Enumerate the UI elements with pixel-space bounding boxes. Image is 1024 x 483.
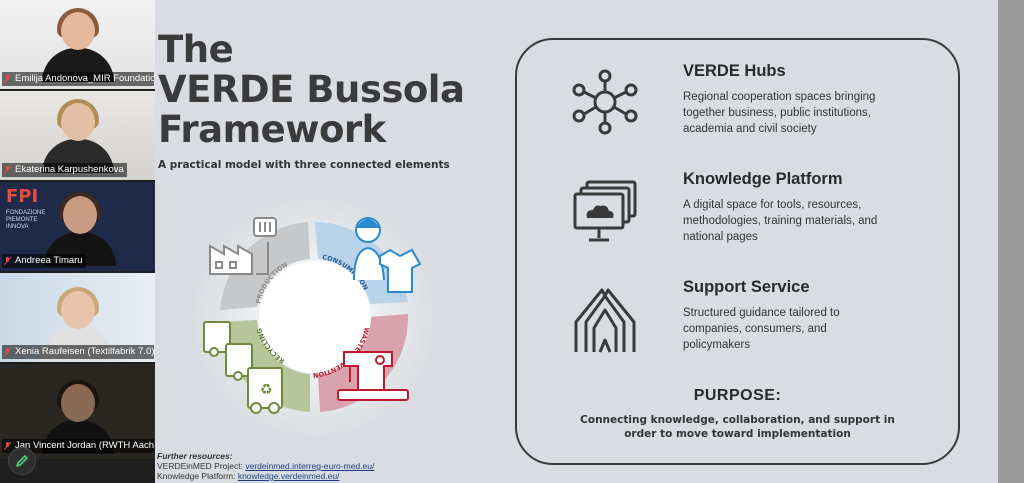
participant-name-label: Xenia Raufeisen (Textilfabrik 7.0) bbox=[2, 345, 154, 359]
participant-tile[interactable]: Emilija Andonova_MIR Foundation bbox=[0, 0, 155, 89]
background-logo: FPI bbox=[6, 186, 39, 207]
slide-title: The VERDE Bussola Framework bbox=[158, 28, 465, 151]
factory-icon bbox=[209, 217, 277, 275]
svg-text:♻: ♻ bbox=[260, 382, 273, 398]
slide-subtitle: A practical model with three connected e… bbox=[158, 159, 450, 171]
participant-tile-active-speaker[interactable]: Jan Vincent Jordan (RWTH Aachen... bbox=[0, 364, 155, 459]
mic-muted-icon bbox=[4, 166, 11, 174]
sewing-machine-icon bbox=[337, 351, 409, 401]
mic-muted-icon bbox=[4, 75, 11, 83]
background-text: FONDAZIONE PIEMONTE INNOVA bbox=[6, 210, 46, 230]
right-scroll-edge bbox=[998, 0, 1024, 483]
participant-video bbox=[41, 99, 114, 173]
recycling-bins-icon: ♻ bbox=[203, 321, 283, 414]
annotate-pencil-button[interactable] bbox=[8, 447, 36, 475]
participant-name-label: Ekaterina Karpushenkova bbox=[2, 163, 127, 177]
purpose-heading: PURPOSE: bbox=[693, 387, 782, 404]
feature-support-service: Support Service Structured guidance tail… bbox=[683, 278, 840, 351]
participant-name-label: Emilija Andonova_MIR Foundation bbox=[2, 72, 154, 86]
pencil-icon bbox=[16, 455, 28, 467]
diagram-center bbox=[259, 261, 371, 373]
feature-knowledge-platform: Knowledge Platform A digital space for t… bbox=[683, 170, 878, 243]
raised-hands-icon bbox=[574, 288, 636, 353]
framework-panel bbox=[515, 38, 960, 465]
participant-tile[interactable]: FPI FONDAZIONE PIEMONTE INNOVA Andreea T… bbox=[0, 182, 155, 271]
project-link[interactable]: verdeinmed.interreg-euro-med.eu/ bbox=[245, 461, 375, 471]
shopper-with-tshirt-icon bbox=[353, 217, 422, 293]
cloud-screen-icon bbox=[573, 180, 637, 242]
production-segment bbox=[220, 222, 310, 310]
participant-tile[interactable]: Ekaterina Karpushenkova bbox=[0, 91, 155, 180]
participant-tile[interactable]: Xenia Raufeisen (Textilfabrik 7.0) bbox=[0, 273, 155, 362]
participant-name-label: Andreea Timaru bbox=[2, 254, 86, 268]
network-hub-icon bbox=[572, 69, 638, 135]
further-resources: Further resources: VERDEinMED Project: v… bbox=[157, 451, 375, 481]
feature-verde-hubs: VERDE Hubs Regional cooperation spaces b… bbox=[683, 62, 876, 135]
purpose-text: Connecting knowledge, collaboration, and… bbox=[580, 414, 895, 440]
mic-muted-icon bbox=[4, 442, 11, 450]
participant-strip: Emilija Andonova_MIR Foundation Ekaterin… bbox=[0, 0, 155, 483]
circular-cycle-diagram: PRODUCTION CONSUMPTION RECYCLING WASTE P… bbox=[191, 193, 439, 441]
mic-muted-icon bbox=[4, 257, 11, 265]
mic-muted-icon bbox=[4, 348, 11, 356]
platform-link[interactable]: knowledge.verdeinmed.eu/ bbox=[237, 471, 340, 481]
participant-name-label: Jan Vincent Jordan (RWTH Aachen... bbox=[2, 439, 154, 453]
